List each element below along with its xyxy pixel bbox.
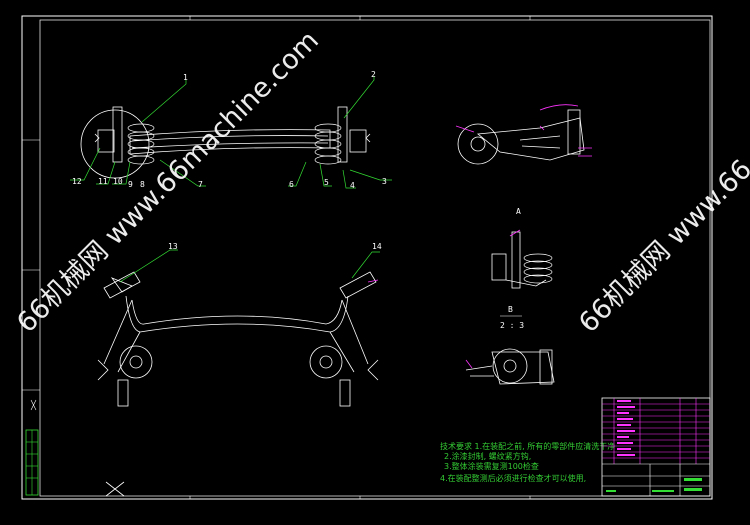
balloon-2: 2 bbox=[371, 70, 376, 79]
view-a-magenta bbox=[509, 229, 521, 237]
plan-view-leaders bbox=[119, 249, 380, 283]
front-view-leaders bbox=[70, 76, 392, 189]
balloon-8: 8 bbox=[140, 180, 145, 189]
balloon-6: 6 bbox=[289, 180, 294, 189]
view-b-scale: 2 : 3 bbox=[500, 321, 524, 330]
watermark-right: 66机械网 www.66 bbox=[573, 154, 750, 339]
view-b-label: B bbox=[508, 305, 513, 314]
balloon-1: 1 bbox=[183, 73, 188, 82]
view-b-magenta bbox=[465, 359, 473, 369]
cross-mark bbox=[105, 481, 125, 497]
balloon-14: 14 bbox=[372, 242, 382, 251]
tech-note-4: 4.在装配整测后必须进行检查才可以使用, bbox=[440, 473, 586, 483]
balloon-10: 10 bbox=[113, 177, 123, 186]
tech-note-2: 2.涂漆封制, 螺纹紧方钩, bbox=[444, 451, 531, 461]
balloon-9: 9 bbox=[128, 180, 133, 189]
border-zone-ticks bbox=[22, 16, 531, 499]
tech-note-1: 技术要求 1.在装配之前, 所有的零部件应清洗干净 bbox=[440, 441, 615, 451]
tech-note-3: 3.整体涂装需复测100检查 bbox=[444, 461, 539, 471]
balloon-13: 13 bbox=[168, 242, 178, 251]
outer-border bbox=[21, 15, 713, 500]
side-view-magenta-marks bbox=[455, 104, 592, 157]
balloon-5: 5 bbox=[324, 178, 329, 187]
balloon-3: 3 bbox=[382, 177, 387, 186]
front-view-axle bbox=[80, 106, 371, 179]
view-a-label: A bbox=[516, 207, 521, 216]
balloon-11: 11 bbox=[98, 177, 108, 186]
title-block bbox=[601, 397, 711, 497]
balloon-4: 4 bbox=[350, 181, 355, 190]
side-view bbox=[457, 109, 585, 165]
tech-notes: 技术要求 1.在装配之前, 所有的零部件应清洗干净 2.涂漆封制, 螺纹紧方钩,… bbox=[440, 441, 615, 483]
balloon-12: 12 bbox=[72, 177, 82, 186]
inner-border bbox=[39, 19, 711, 497]
balloon-7: 7 bbox=[198, 180, 203, 189]
view-b bbox=[465, 348, 555, 385]
side-revision-block bbox=[25, 399, 39, 496]
plan-view-magenta bbox=[367, 279, 379, 283]
plan-view-axle bbox=[97, 271, 379, 407]
view-a bbox=[491, 231, 553, 289]
watermark-left: 66机械网 www.66machine.com bbox=[11, 25, 325, 339]
